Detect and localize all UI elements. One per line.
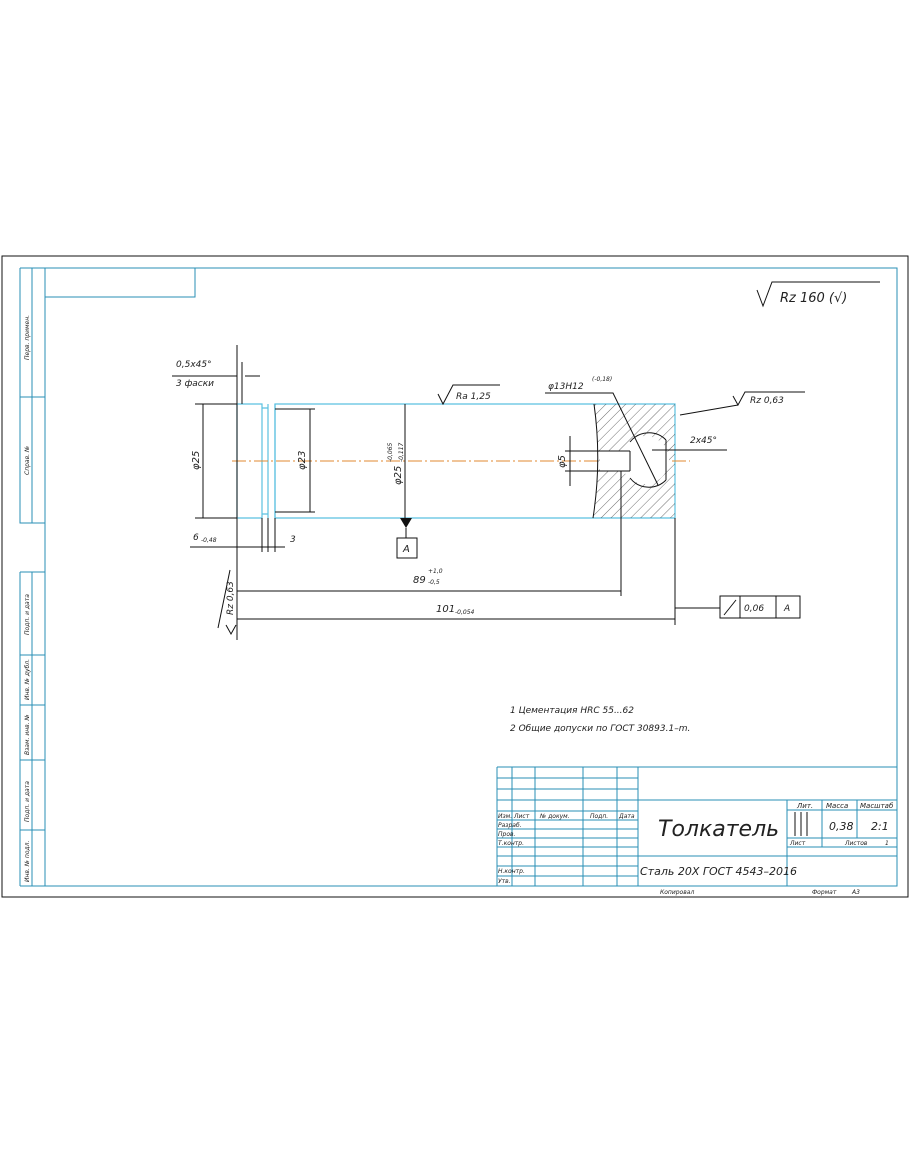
format-label: Формат [812, 889, 837, 896]
roughness-rz-left: Rz 0,63 [226, 581, 236, 615]
sheet-label: Лист [789, 840, 806, 847]
strip-label: Взам. инв. № [24, 714, 31, 755]
tb-role: Утв. [498, 878, 511, 885]
scale-value: 2:1 [871, 820, 889, 833]
sheets-value: 1 [885, 840, 889, 847]
roughness-ra: Ra 1,25 [456, 392, 491, 402]
runout-tolerance: 0,06 A [675, 595, 801, 619]
sheet-border [1, 255, 909, 898]
side-strip: Перв. примен. Справ. № Подп. и дата Инв.… [19, 267, 45, 887]
scale-label: Масштаб [860, 802, 894, 810]
tb-header: Подп. [590, 813, 608, 820]
title-block: Изм. Лист № докум. Подп. Дата Разраб. Пр… [496, 766, 897, 886]
tb-role: Разраб. [498, 822, 522, 829]
dim-d25-tol: φ25 [393, 466, 404, 485]
runout-value: 0,06 [744, 604, 764, 614]
dim-len101-tol: -0,054 [455, 609, 475, 616]
dim-d23: φ23 [297, 451, 308, 470]
top-left-box [44, 267, 196, 298]
dim-len89-upper: +1,0 [428, 568, 443, 575]
tb-header: Лист [513, 813, 530, 820]
dim-d5: φ5 [557, 455, 568, 468]
strip-label: Инв. № дубл. [24, 659, 31, 700]
tol-upper: -0,065 [387, 442, 394, 462]
roughness-marks: Ra 1,25 Rz 0,63 Rz 0,63 [217, 384, 805, 636]
tb-role: Пров. [498, 831, 516, 838]
strip-label: Подп. и дата [24, 781, 31, 822]
dim-len6-tol: -0,48 [201, 537, 217, 544]
tb-role: Т.контр. [498, 840, 524, 847]
strip-label: Инв. № подл. [24, 841, 31, 882]
part-name: Толкатель [658, 817, 779, 842]
general-roughness: Rz 160 (√) [756, 281, 880, 308]
mass-value: 0,38 [829, 820, 854, 833]
dim-len89: 89 [413, 575, 426, 586]
mass-label: Масса [826, 802, 848, 810]
dim-d25: φ25 [191, 451, 202, 470]
chamfer-size: 0,5x45° [176, 360, 212, 370]
runout-datum: A [783, 604, 790, 614]
roughness-rz-end: Rz 0,63 [750, 396, 784, 406]
dim-chamfer: 2x45° [690, 436, 717, 446]
lit-label: Лит. [796, 802, 813, 810]
strip-label: Перв. примен. [24, 315, 31, 360]
section-view [592, 403, 675, 519]
strip-label: Справ. № [24, 446, 31, 475]
roughness-text: Rz 160 (√) [780, 291, 847, 306]
material: Сталь 20Х ГОСТ 4543–2016 [640, 865, 797, 878]
dim-len101: 101 [436, 604, 455, 615]
chamfer-count: 3 фаски [176, 379, 214, 389]
note: 2 Общие допуски по ГОСТ 30893.1–m. [510, 724, 690, 734]
dim-d13: φ13H12 [548, 382, 584, 392]
tb-header: Дата [618, 813, 635, 820]
dim-len89-lower: -0,5 [428, 579, 440, 586]
datum-label: A [402, 544, 410, 555]
dimensions: φ25 φ23 φ25 -0,065 -0,117 φ5 φ13H12 (-0,… [172, 345, 727, 640]
tb-header: Изм. [498, 813, 512, 820]
tol-lower: -0,117 [398, 442, 405, 462]
dim-len6: 6 [193, 533, 199, 543]
format-value: А3 [851, 889, 860, 896]
copied-label: Копировал [660, 889, 694, 896]
datum-a: A [396, 518, 418, 559]
dim-d13-tol: (-0,18) [592, 376, 612, 383]
tb-header: № докум. [539, 813, 570, 820]
technical-notes: 1 Цементация HRC 55...62 2 Общие допуски… [510, 706, 690, 734]
inner-frame [44, 267, 898, 887]
sheets-label: Листов [844, 840, 868, 847]
dim-len3: 3 [290, 535, 296, 545]
note: 1 Цементация HRC 55...62 [510, 706, 634, 716]
strip-label: Подп. и дата [24, 594, 31, 635]
tb-role: Н.контр. [498, 868, 525, 875]
